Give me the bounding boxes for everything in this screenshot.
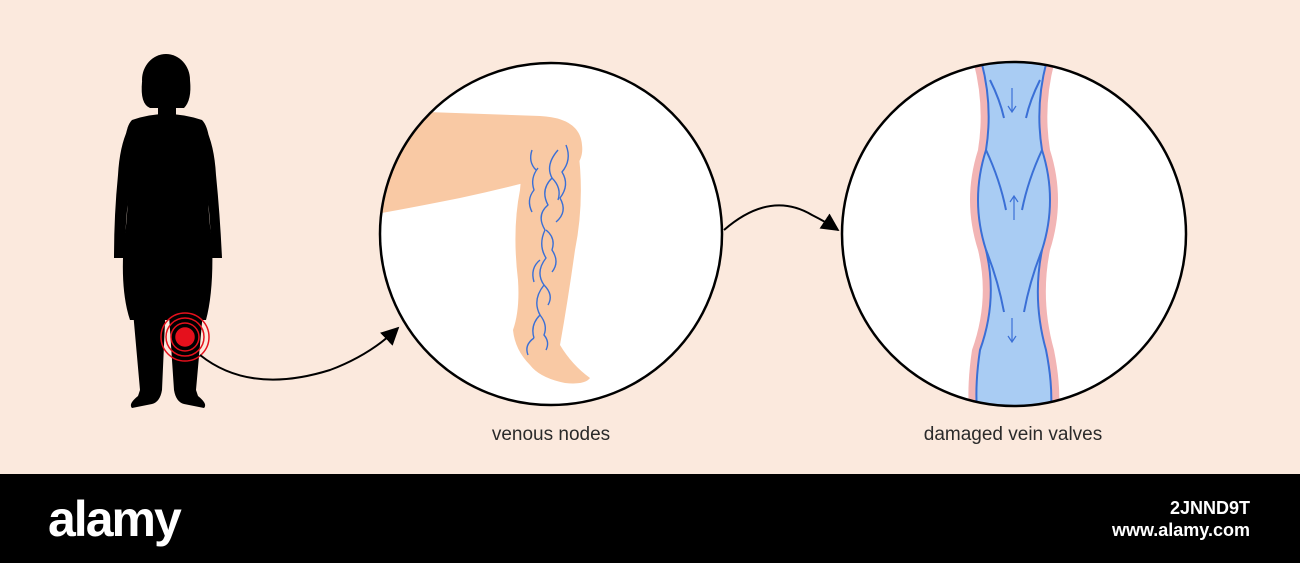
arrow-leg-to-valves — [723, 204, 840, 231]
woman-silhouette-icon — [114, 54, 222, 408]
arrow-knee-to-leg — [199, 326, 400, 381]
caption-venous-nodes: venous nodes — [491, 424, 611, 445]
diagram-canvas: venous nodes damaged vein valves — [114, 54, 1188, 445]
site-url-label: www.alamy.com — [1111, 520, 1250, 540]
leg-varicose-icon — [378, 61, 724, 407]
stock-footer-bar: alamy 2JNND9T www.alamy.com — [0, 474, 1300, 563]
brand-logo: alamy — [48, 491, 182, 547]
pain-target-icon — [160, 312, 210, 362]
vein-valve-icon — [840, 60, 1188, 408]
caption-damaged-vein-valves: damaged vein valves — [923, 424, 1103, 445]
diagram-svg — [114, 54, 1188, 408]
image-id-label: 2JNND9T — [1169, 498, 1250, 518]
